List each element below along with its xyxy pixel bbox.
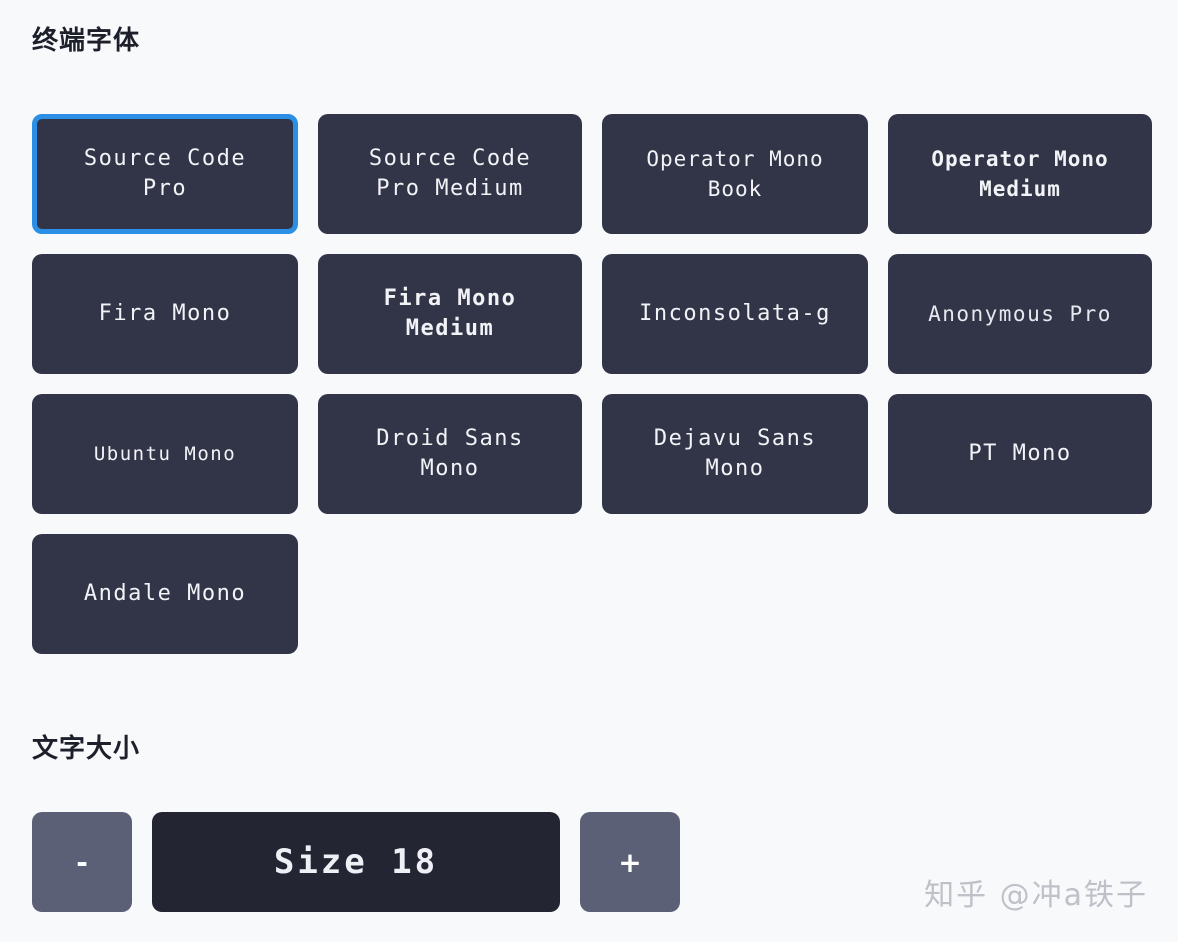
font-option-andale-mono[interactable]: Andale Mono bbox=[32, 534, 298, 654]
font-option-dejavu-sans-mono[interactable]: Dejavu Sans Mono bbox=[602, 394, 868, 514]
font-option-operator-mono-medium[interactable]: Operator Mono Medium bbox=[888, 114, 1152, 234]
decrease-size-button[interactable]: - bbox=[32, 812, 132, 912]
font-option-fira-mono-medium[interactable]: Fira Mono Medium bbox=[318, 254, 582, 374]
font-option-inconsolata-g[interactable]: Inconsolata-g bbox=[602, 254, 868, 374]
font-option-pt-mono[interactable]: PT Mono bbox=[888, 394, 1152, 514]
font-option-ubuntu-mono[interactable]: Ubuntu Mono bbox=[32, 394, 298, 514]
font-option-fira-mono[interactable]: Fira Mono bbox=[32, 254, 298, 374]
font-option-grid: Source Code Pro Source Code Pro Medium O… bbox=[32, 114, 1152, 654]
text-size-heading: 文字大小 bbox=[32, 734, 141, 764]
font-option-source-code-pro-medium[interactable]: Source Code Pro Medium bbox=[318, 114, 582, 234]
size-value-display: Size 18 bbox=[152, 812, 560, 912]
text-size-controls: - Size 18 + bbox=[32, 812, 680, 912]
font-option-operator-mono-book[interactable]: Operator Mono Book bbox=[602, 114, 868, 234]
increase-size-button[interactable]: + bbox=[580, 812, 680, 912]
font-option-anonymous-pro[interactable]: Anonymous Pro bbox=[888, 254, 1152, 374]
watermark: 知乎 @冲a铁子 bbox=[924, 878, 1148, 913]
font-option-droid-sans-mono[interactable]: Droid Sans Mono bbox=[318, 394, 582, 514]
terminal-font-heading: 终端字体 bbox=[32, 26, 141, 56]
font-option-source-code-pro[interactable]: Source Code Pro bbox=[32, 114, 298, 234]
